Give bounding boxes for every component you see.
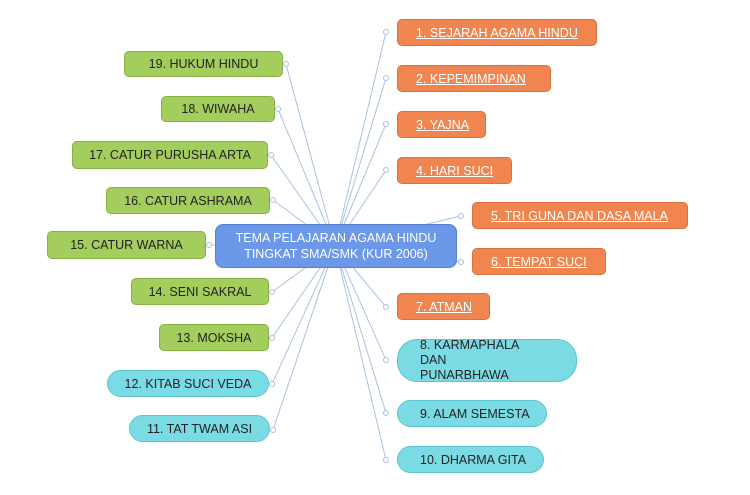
topic-label: 18. WIWAHA xyxy=(181,102,255,116)
central-topic-line2: TINGKAT SMA/SMK (KUR 2006) xyxy=(244,247,428,261)
connector-line xyxy=(334,31,387,247)
topic-label: 6. TEMPAT SUCI xyxy=(491,254,587,269)
connector-line xyxy=(272,245,336,431)
connector-dot xyxy=(383,304,389,310)
topic-6[interactable]: 6. TEMPAT SUCI xyxy=(472,248,606,275)
topic-14[interactable]: 14. SENI SAKRAL xyxy=(131,278,269,305)
central-topic-line1: TEMA PELAJARAN AGAMA HINDU xyxy=(235,231,437,245)
topic-label: 7. ATMAN xyxy=(416,299,473,314)
topic-label: 19. HUKUM HINDU xyxy=(148,57,259,71)
topic-9[interactable]: 9. ALAM SEMESTA xyxy=(397,400,547,427)
topic-label: 10. DHARMA GITA xyxy=(420,452,527,467)
topic-label: 3. YAJNA xyxy=(416,117,470,132)
topic-16[interactable]: 16. CATUR ASHRAMA xyxy=(106,187,270,214)
connector-line xyxy=(271,245,336,385)
topic-8[interactable]: 8. KARMAPHALA DAN PUNARBHAWA xyxy=(397,338,577,382)
topic-4[interactable]: 4. HARI SUCI xyxy=(397,157,512,184)
connector-dot xyxy=(383,457,389,463)
topic-10[interactable]: 10. DHARMA GITA xyxy=(397,446,544,473)
connector-line xyxy=(285,63,336,247)
topic-2[interactable]: 2. KEPEMIMPINAN xyxy=(397,65,551,92)
connector-dot xyxy=(206,242,212,248)
connector-dot xyxy=(458,259,464,265)
topic-18[interactable]: 18. WIWAHA xyxy=(161,96,275,122)
topic-label: 14. SENI SAKRAL xyxy=(148,284,252,299)
connector-dot xyxy=(268,152,274,158)
topic-label: 13. MOKSHA xyxy=(176,330,252,345)
connector-dot xyxy=(383,167,389,173)
connector-line xyxy=(334,245,387,414)
connector-dot xyxy=(269,335,275,341)
topic-label: 8. KARMAPHALA DAN PUNARBHAWA xyxy=(420,338,519,382)
topic-label: 15. CATUR WARNA xyxy=(70,238,183,252)
topic-label: 11. TAT TWAM ASI xyxy=(146,421,253,436)
topic-15[interactable]: 15. CATUR WARNA xyxy=(47,231,206,259)
topic-13[interactable]: 13. MOKSHA xyxy=(159,324,269,351)
topic-label: 5. TRI GUNA DAN DASA MALA xyxy=(491,208,668,223)
topic-12[interactable]: 12. KITAB SUCI VEDA xyxy=(107,370,269,397)
connector-dot xyxy=(383,410,389,416)
topic-label: 9. ALAM SEMESTA xyxy=(420,406,530,421)
connector-dot xyxy=(283,61,289,67)
connector-dot xyxy=(383,121,389,127)
connector-line xyxy=(277,108,336,247)
central-topic[interactable]: TEMA PELAJARAN AGAMA HINDU TINGKAT SMA/S… xyxy=(215,224,457,268)
topic-3[interactable]: 3. YAJNA xyxy=(397,111,486,138)
topic-label: 12. KITAB SUCI VEDA xyxy=(124,376,252,391)
connector-dot xyxy=(383,357,389,363)
connector-dot xyxy=(269,289,275,295)
connector-dot xyxy=(269,381,275,387)
topic-label: 2. KEPEMIMPINAN xyxy=(416,71,526,86)
topic-11[interactable]: 11. TAT TWAM ASI xyxy=(129,415,270,442)
topic-label: 16. CATUR ASHRAMA xyxy=(124,193,252,208)
topic-1[interactable]: 1. SEJARAH AGAMA HINDU xyxy=(397,19,597,46)
connector-dot xyxy=(275,106,281,112)
topic-19[interactable]: 19. HUKUM HINDU xyxy=(124,51,283,77)
topic-7[interactable]: 7. ATMAN xyxy=(397,293,490,320)
topic-label: 4. HARI SUCI xyxy=(416,163,494,178)
connector-line xyxy=(334,77,387,247)
topic-label: 17. CATUR PURUSHA ARTA xyxy=(89,148,251,162)
topic-label: 1. SEJARAH AGAMA HINDU xyxy=(416,25,578,40)
connector-dot xyxy=(383,29,389,35)
topic-5[interactable]: 5. TRI GUNA DAN DASA MALA xyxy=(472,202,688,229)
topic-17[interactable]: 17. CATUR PURUSHA ARTA xyxy=(72,141,268,169)
connector-dot xyxy=(270,197,276,203)
connector-dot xyxy=(270,427,276,433)
connector-dot xyxy=(458,213,464,219)
connector-line xyxy=(334,245,387,461)
connector-dot xyxy=(383,75,389,81)
